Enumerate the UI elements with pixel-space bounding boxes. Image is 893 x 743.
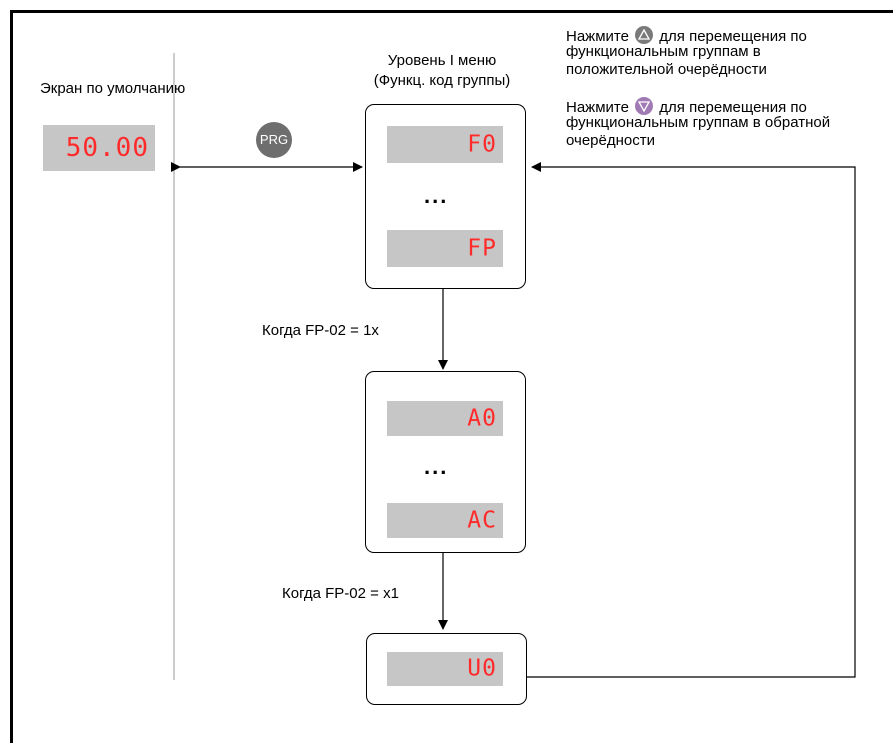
display-f0-value: F0: [467, 131, 497, 157]
display-ac: AC: [387, 503, 503, 538]
display-fp-value: FP: [467, 235, 497, 261]
down-arrow-key-icon: [635, 97, 654, 115]
ellipsis: ...: [424, 454, 449, 479]
hint-up-line1: Нажмите для перемещения по: [566, 26, 807, 45]
hint-up-after: для перемещения по: [659, 28, 807, 45]
up-arrow-key-icon: [635, 26, 654, 44]
display-a0: A0: [387, 401, 503, 436]
default-screen-label: Экран по умолчанию: [40, 80, 186, 97]
ellipsis: ...: [424, 183, 449, 208]
hint-up-before: Нажмите: [566, 28, 629, 45]
feedback-loop-arrow: [527, 162, 856, 678]
hint-down-line2: функциональным группам в обратной: [566, 114, 831, 131]
display-ac-value: AC: [467, 507, 497, 533]
hint-down-line1: Нажмите для перемещения по: [566, 97, 807, 116]
hint-down-before: Нажмите: [566, 99, 629, 116]
hint-up-line3: положительной очерёдности: [566, 61, 767, 78]
condition-1x-label: Когда FP-02 = 1x: [262, 322, 379, 339]
hint-down-after: для перемещения по: [659, 99, 807, 116]
prg-key-button[interactable]: PRG: [256, 122, 292, 158]
default-screen-value: 50.00: [65, 133, 149, 163]
hint-down-line3: очерёдности: [566, 132, 655, 149]
diagram-frame: [10, 10, 893, 743]
display-u0: U0: [387, 652, 503, 686]
menu-box-u-group: U0: [366, 633, 527, 705]
level1-label-line2: (Функц. код группы): [373, 72, 511, 89]
level1-label-line1: Уровень I меню: [387, 52, 497, 69]
default-screen-display: 50.00: [43, 125, 155, 171]
display-a0-value: A0: [467, 405, 497, 431]
hint-up-line2: функциональным группам в: [566, 43, 761, 60]
display-f0: F0: [387, 126, 503, 163]
menu-box-level1: F0 ... FP: [365, 104, 526, 289]
menu-box-a-group: A0 ... AC: [365, 371, 526, 553]
display-fp: FP: [387, 230, 503, 267]
display-u0-value: U0: [467, 655, 497, 682]
condition-x1-label: Когда FP-02 = x1: [282, 585, 399, 602]
